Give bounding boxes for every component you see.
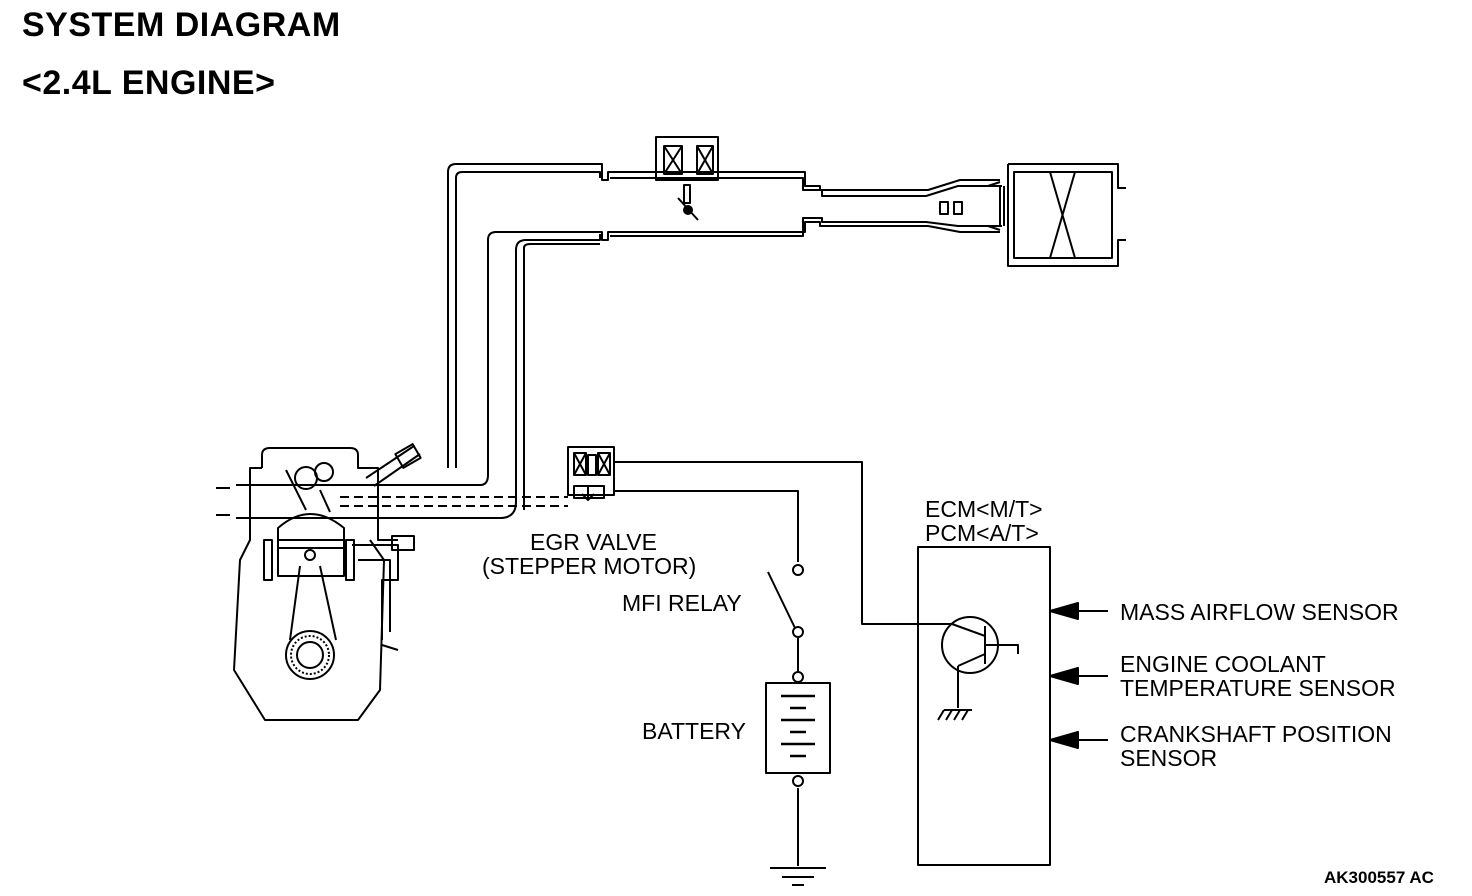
ground-symbol xyxy=(770,868,826,885)
crankshaft-position-label: CRANKSHAFT POSITION xyxy=(1120,721,1392,747)
pcm-label: PCM<A/T> xyxy=(925,520,1039,546)
crankshaft-sensor-label: SENSOR xyxy=(1120,745,1218,771)
throttle-body xyxy=(656,137,718,220)
temperature-sensor-label: TEMPERATURE SENSOR xyxy=(1120,675,1396,701)
battery-label: BATTERY xyxy=(642,718,746,744)
mfi-relay-label: MFI RELAY xyxy=(622,590,742,616)
wiring xyxy=(614,462,952,866)
page-title: SYSTEM DIAGRAM xyxy=(22,6,341,44)
mass-airflow-sensor-label: MASS AIRFLOW SENSOR xyxy=(1120,599,1399,625)
egr-passage xyxy=(340,497,568,506)
engine-block xyxy=(234,444,421,720)
mfi-relay-switch[interactable] xyxy=(768,565,803,637)
stepper-motor-label: (STEPPER MOTOR) xyxy=(482,553,697,579)
ecm-label: ECM<M/T> xyxy=(925,496,1043,522)
engine-subtitle: <2.4L ENGINE> xyxy=(22,64,276,102)
egr-valve-label: EGR VALVE xyxy=(530,529,657,555)
intake-pipe xyxy=(236,164,1002,518)
figure-code: AK300557 AC xyxy=(1324,868,1434,887)
engine-coolant-label: ENGINE COOLANT xyxy=(1120,651,1326,677)
egr-valve xyxy=(568,447,614,500)
air-cleaner xyxy=(940,164,1126,266)
battery-symbol xyxy=(766,672,830,786)
exhaust-stub xyxy=(216,488,230,515)
input-arrows xyxy=(1050,603,1108,748)
ecm-pcm-box xyxy=(918,547,1050,865)
